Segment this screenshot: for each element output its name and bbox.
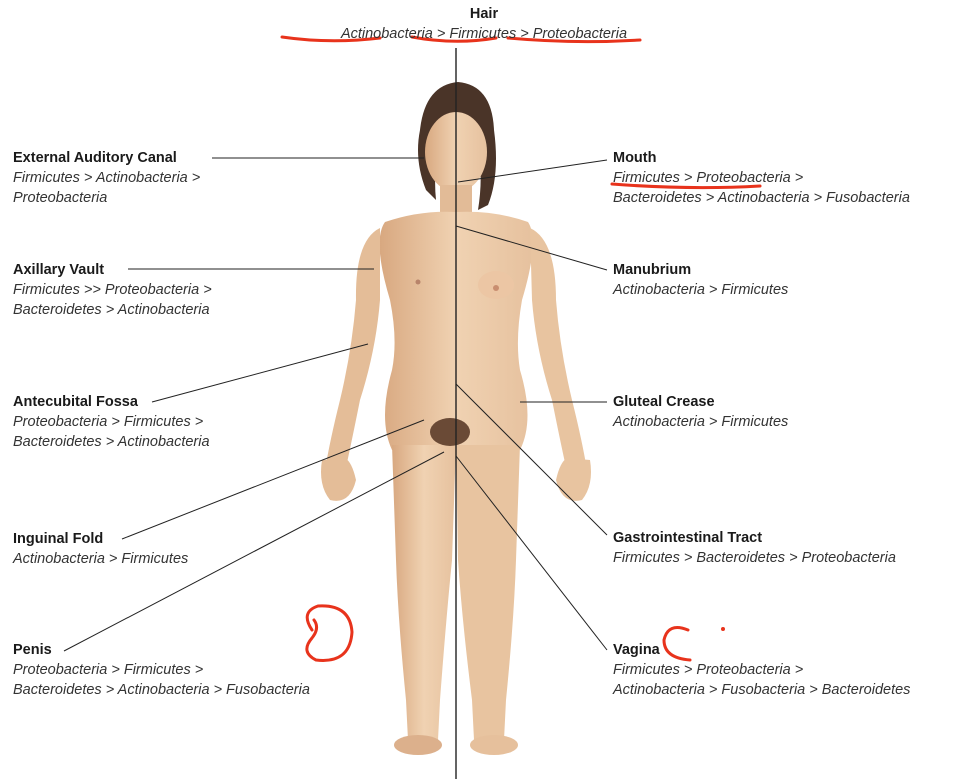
label-desc-line2: Actinobacteria > Fusobacteria > Bacteroi… [613,680,910,700]
label-desc-line2: Proteobacteria [13,188,200,208]
label-title: Axillary Vault [13,260,212,280]
scribble-circle [307,606,352,661]
label-hair: Hair Actinobacteria > Firmicutes > Prote… [0,4,968,44]
label-desc-line1: Actinobacteria > Firmicutes [13,549,188,569]
label-desc-line1: Firmicutes > Actinobacteria > [13,168,200,188]
label-desc-line2: Bacteroidetes > Actinobacteria [13,300,212,320]
label-title: Gastrointestinal Tract [613,528,896,548]
label-external-auditory-canal: External Auditory Canal Firmicutes > Act… [13,148,200,208]
label-title: Antecubital Fossa [13,392,210,412]
label-desc-line1: Actinobacteria > Firmicutes [613,280,788,300]
label-title: Inguinal Fold [13,529,188,549]
label-desc-line2: Bacteroidetes > Actinobacteria [13,432,210,452]
label-antecubital-fossa: Antecubital Fossa Proteobacteria > Firmi… [13,392,210,452]
label-desc-line1: Firmicutes > Proteobacteria > [613,168,910,188]
label-desc-line1: Proteobacteria > Firmicutes > [13,660,310,680]
label-desc-line1: Proteobacteria > Firmicutes > [13,412,210,432]
label-mouth: Mouth Firmicutes > Proteobacteria > Bact… [613,148,910,208]
label-axillary-vault: Axillary Vault Firmicutes >> Proteobacte… [13,260,212,320]
label-title: Manubrium [613,260,788,280]
label-title: Penis [13,640,310,660]
label-desc-line1: Firmicutes > Bacteroidetes > Proteobacte… [613,548,896,568]
label-desc-line2: Bacteroidetes > Actinobacteria > Fusobac… [613,188,910,208]
label-penis: Penis Proteobacteria > Firmicutes > Bact… [13,640,310,700]
label-vagina: Vagina Firmicutes > Proteobacteria > Act… [613,640,910,700]
label-gastrointestinal-tract: Gastrointestinal Tract Firmicutes > Bact… [613,528,896,568]
label-title: External Auditory Canal [13,148,200,168]
label-desc-line1: Firmicutes >> Proteobacteria > [13,280,212,300]
label-desc-line1: Firmicutes > Proteobacteria > [613,660,910,680]
label-desc-line1: Actinobacteria > Firmicutes [613,412,788,432]
label-title: Gluteal Crease [613,392,788,412]
label-gluteal-crease: Gluteal Crease Actinobacteria > Firmicut… [613,392,788,432]
label-inguinal-fold: Inguinal Fold Actinobacteria > Firmicute… [13,529,188,569]
label-title: Mouth [613,148,910,168]
label-title: Hair [0,4,968,24]
annotation-dot [721,627,725,631]
label-title: Vagina [613,640,910,660]
label-manubrium: Manubrium Actinobacteria > Firmicutes [613,260,788,300]
label-desc: Actinobacteria > Firmicutes > Proteobact… [0,24,968,44]
label-desc-line2: Bacteroidetes > Actinobacteria > Fusobac… [13,680,310,700]
